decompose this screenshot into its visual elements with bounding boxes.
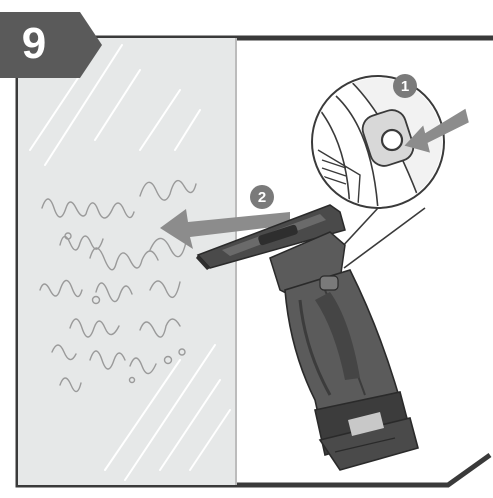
power-button-icon — [382, 130, 402, 150]
step-number: 9 — [22, 19, 46, 68]
zoom-inset: 1 — [312, 60, 474, 230]
callout-2-number: 2 — [258, 189, 266, 206]
callout-1-number: 1 — [401, 78, 409, 95]
